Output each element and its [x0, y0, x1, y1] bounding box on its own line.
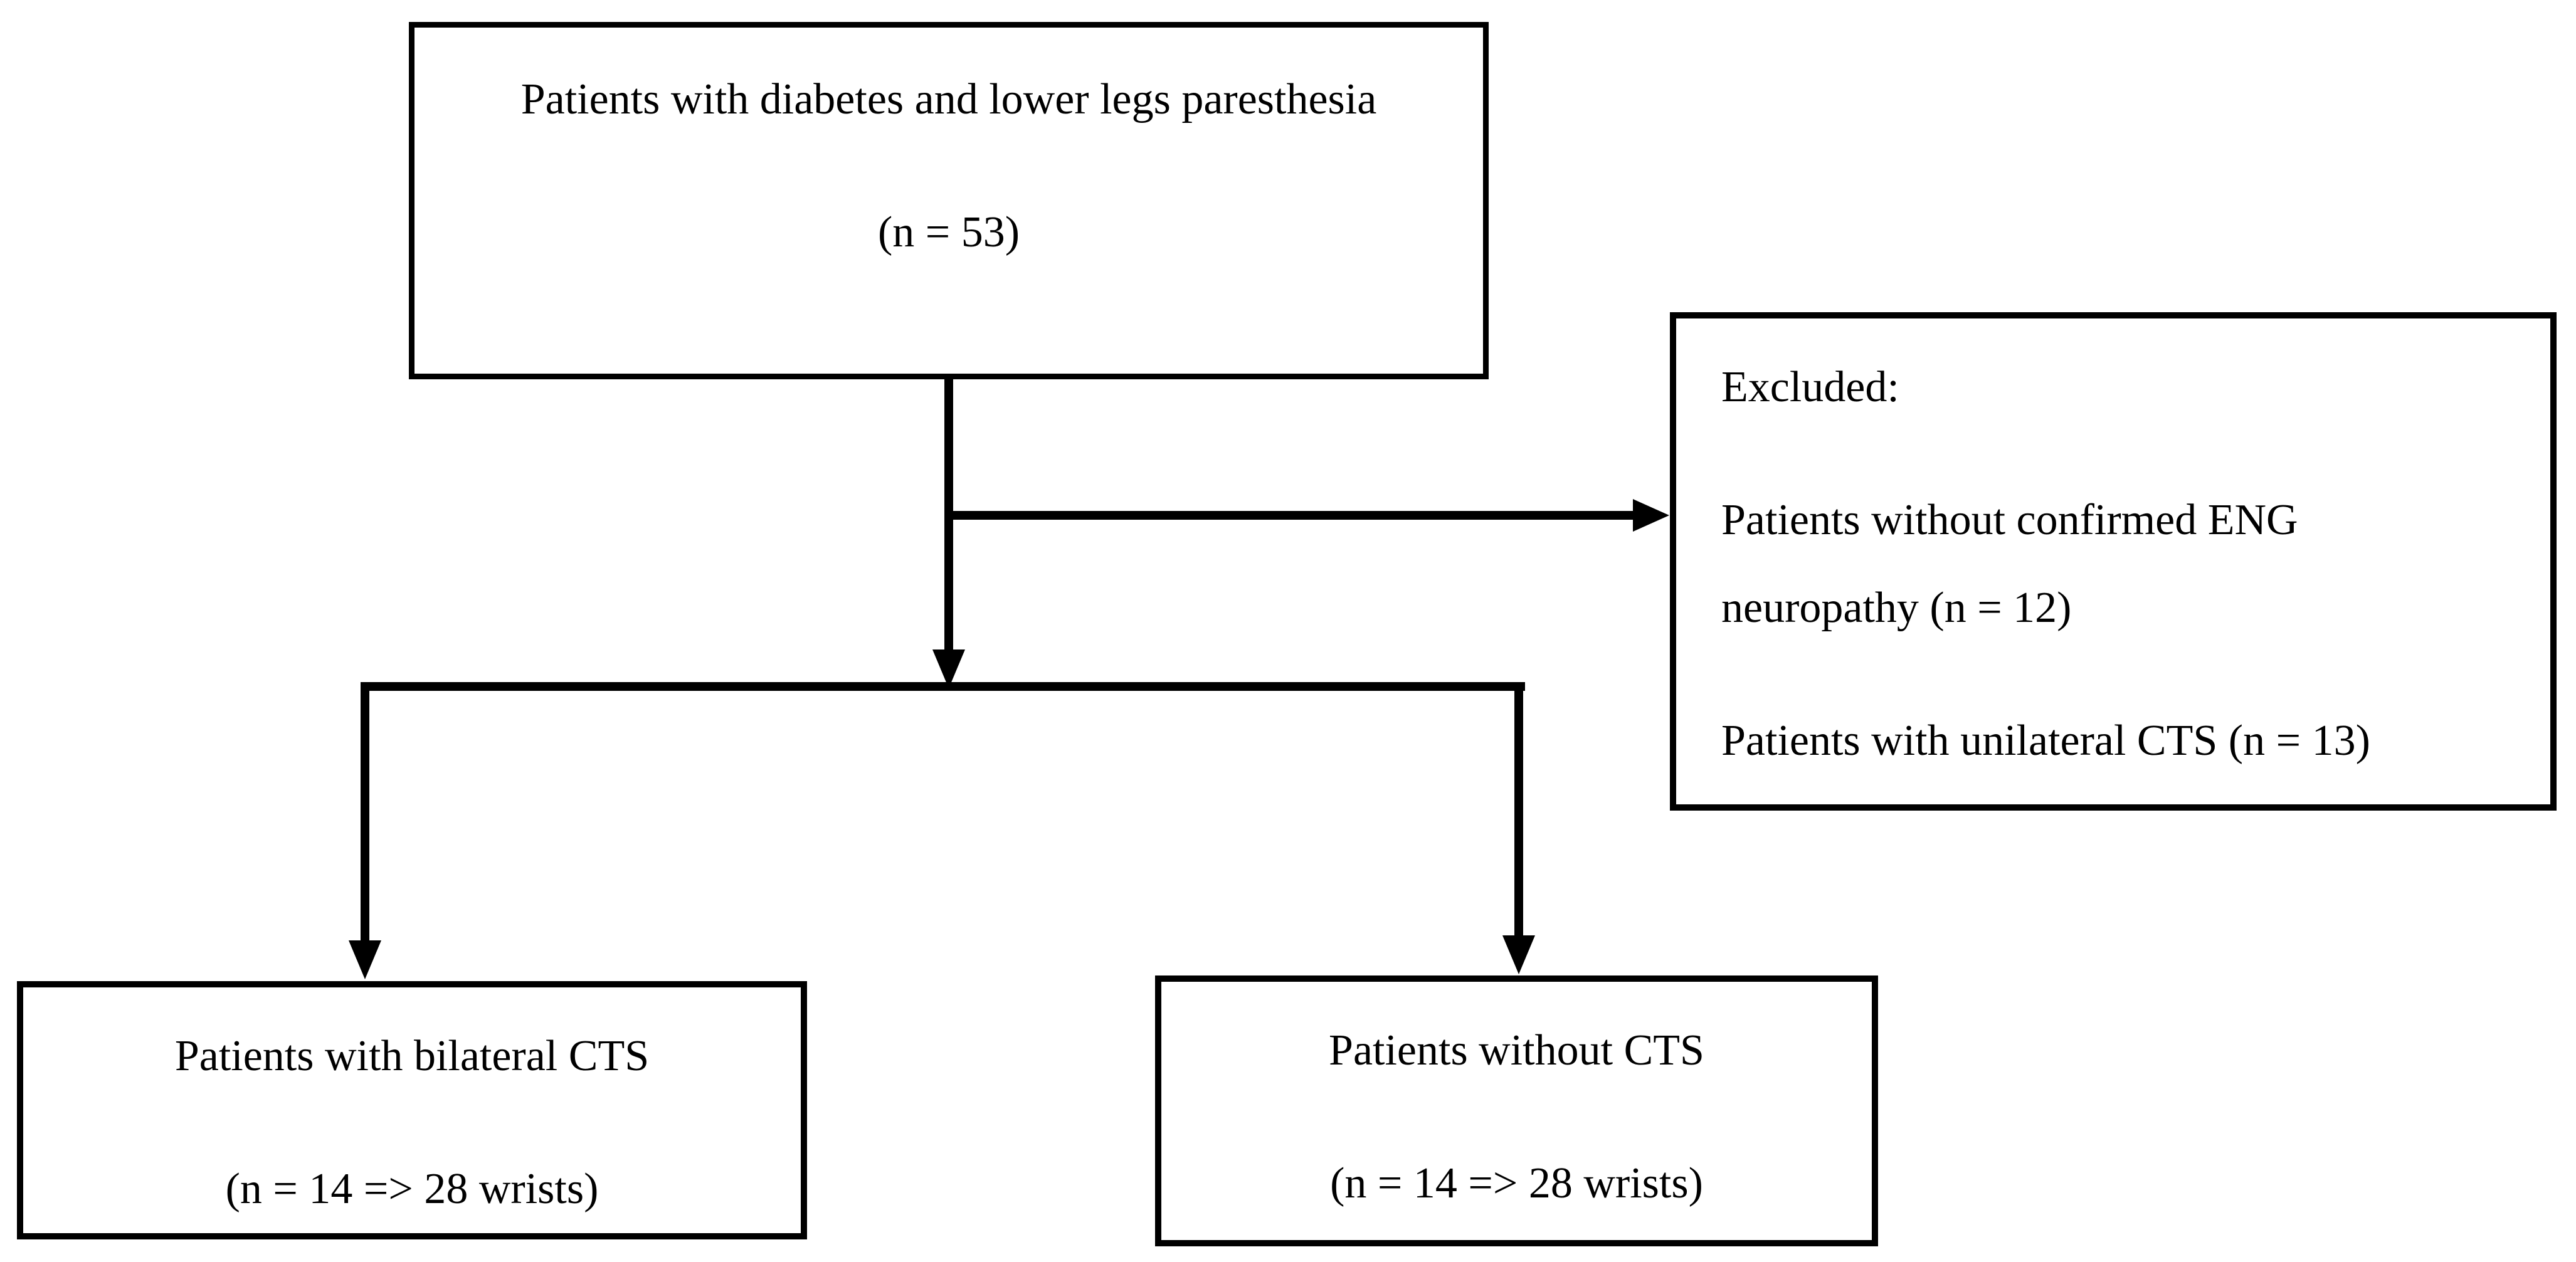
- bilateral-cts-count: (n = 14 => 28 wrists): [225, 1165, 599, 1213]
- node-excluded: Excluded: Patients without confirmed ENG…: [1670, 312, 2557, 811]
- without-cts-count: (n = 14 => 28 wrists): [1330, 1159, 1703, 1207]
- excluded-title: Excluded:: [1721, 363, 1899, 411]
- node-without-cts: Patients without CTS (n = 14 => 28 wrist…: [1155, 975, 1878, 1246]
- connector-split-bar: [361, 682, 1525, 691]
- source-population-count: (n = 53): [877, 208, 1020, 256]
- arrow-down-icon: [349, 940, 381, 979]
- without-cts-label: Patients without CTS: [1329, 1026, 1704, 1075]
- excluded-reason-1-line-2: neuropathy (n = 12): [1721, 584, 2072, 632]
- node-source-population: Patients with diabetes and lower legs pa…: [409, 22, 1489, 379]
- excluded-reason-1-line-1: Patients without confirmed ENG: [1721, 496, 2298, 544]
- node-bilateral-cts: Patients with bilateral CTS (n = 14 => 2…: [17, 981, 807, 1239]
- connector-right-stem: [1514, 682, 1523, 937]
- connector-excluded-branch: [944, 511, 1634, 520]
- arrow-down-icon: [932, 649, 965, 688]
- source-population-label: Patients with diabetes and lower legs pa…: [520, 75, 1377, 124]
- excluded-reason-2: Patients with unilateral CTS (n = 13): [1721, 717, 2370, 765]
- connector-left-stem: [361, 682, 369, 942]
- bilateral-cts-label: Patients with bilateral CTS: [174, 1032, 650, 1080]
- arrow-right-icon: [1633, 499, 1669, 532]
- arrow-down-icon: [1502, 935, 1535, 974]
